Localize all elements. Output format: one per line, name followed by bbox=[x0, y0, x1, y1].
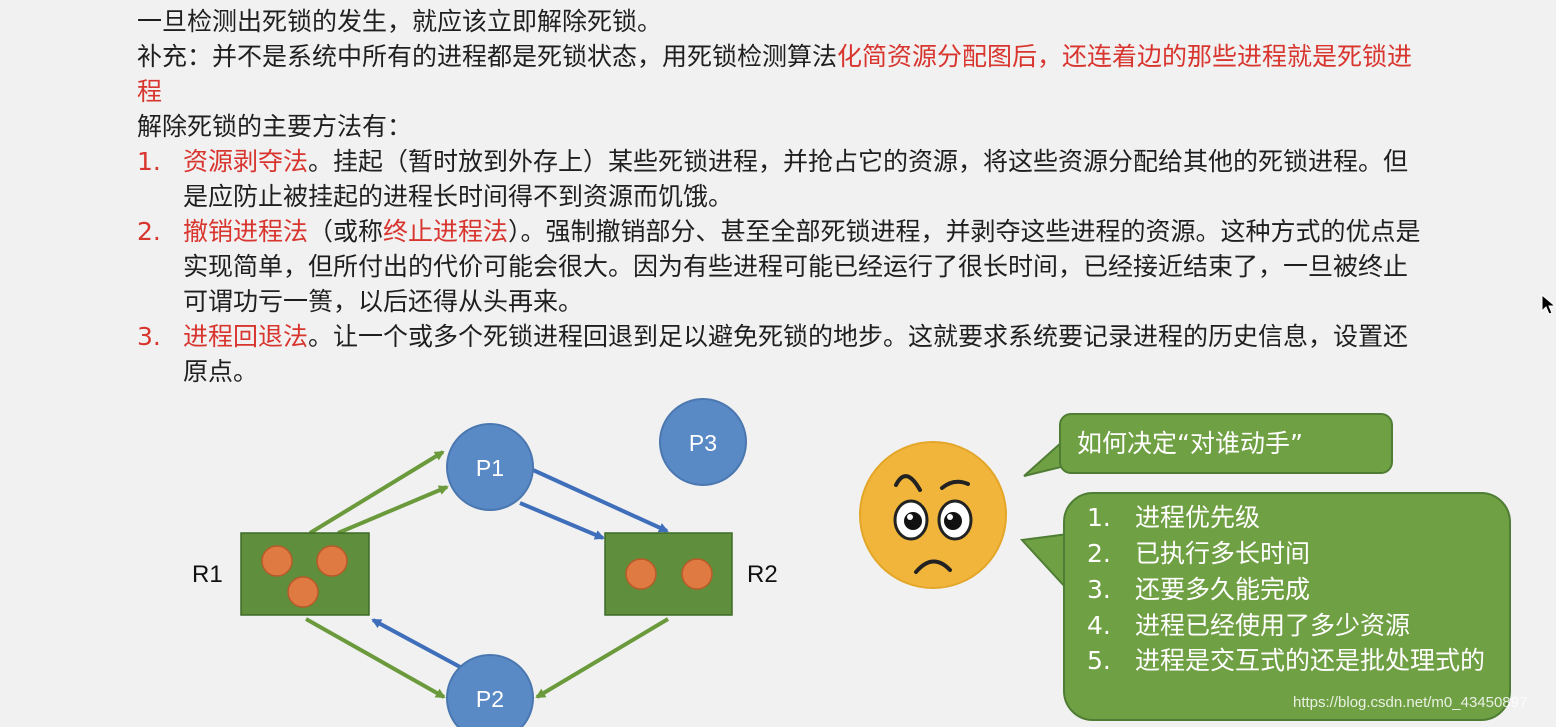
process-p2-node bbox=[446, 654, 534, 727]
criteria-item: 2. 已执行多长时间 bbox=[1087, 536, 1493, 572]
criteria-item: 4. 进程已经使用了多少资源 bbox=[1087, 608, 1493, 644]
method-item: 3. 进程回退法。让一个或多个死锁进程回退到足以避免死锁的地步。这就要求系统要记… bbox=[137, 319, 1427, 389]
method-name: 进程回退法 bbox=[183, 322, 309, 351]
criteria-bubble: 1. 进程优先级 2. 已执行多长时间 3. 还要多久能完成 4. 进程已经使用了多少资… bbox=[1063, 492, 1511, 721]
supplement-prefix: 补充：并不是系统中所有的进程都是死锁状态，用死锁检测算法 bbox=[137, 42, 838, 71]
method-body: ）。强制撤销部分、甚至全部死锁进程，并剥夺这些进程的资源。这种方式的优点是实现简… bbox=[183, 217, 1421, 316]
criteria-number: 4. bbox=[1087, 611, 1111, 640]
criteria-text: 进程已经使用了多少资源 bbox=[1135, 611, 1411, 640]
process-p1-label: P1 bbox=[476, 455, 504, 481]
resource-instance bbox=[316, 545, 348, 577]
criteria-text: 还要多久能完成 bbox=[1135, 575, 1311, 604]
criteria-text: 已执行多长时间 bbox=[1135, 539, 1311, 568]
criteria-item: 1. 进程优先级 bbox=[1087, 500, 1493, 536]
process-p1-node bbox=[446, 423, 534, 511]
resource-r2-label: R2 bbox=[747, 561, 778, 588]
resource-r1-label: R1 bbox=[192, 561, 223, 588]
criteria-number: 2. bbox=[1087, 539, 1111, 568]
process-p3-node bbox=[659, 398, 747, 486]
resource-instance bbox=[261, 545, 293, 577]
mouse-cursor-icon bbox=[1541, 294, 1556, 315]
method-mid: （或称 bbox=[308, 217, 384, 246]
resource-r2-box bbox=[604, 532, 733, 616]
slide-text: 一旦检测出死锁的发生，就应该立即解除死锁。 补充：并不是系统中所有的进程都是死锁… bbox=[137, 4, 1427, 389]
criteria-number: 5. bbox=[1087, 646, 1111, 675]
criteria-list: 1. 进程优先级 2. 已执行多长时间 3. 还要多久能完成 4. 进程已经使用了多少资… bbox=[1087, 500, 1493, 678]
process-p3-label: P3 bbox=[689, 430, 717, 456]
method-number: 3. bbox=[137, 322, 161, 351]
method-number: 1. bbox=[137, 147, 161, 176]
edge-p1-r2-upper bbox=[532, 468, 669, 533]
supplement-paragraph: 补充：并不是系统中所有的进程都是死锁状态，用死锁检测算法化简资源分配图后，还连着… bbox=[137, 39, 1427, 109]
edge-r1-p2 bbox=[305, 617, 446, 699]
edge-r1-p1-lower bbox=[337, 485, 449, 535]
criteria-number: 1. bbox=[1087, 503, 1111, 532]
resource-allocation-graph: R1 R2 P1 P2 P3 bbox=[192, 398, 778, 727]
edge-r2-p2 bbox=[535, 617, 670, 699]
question-text: 如何决定“对谁动手” bbox=[1077, 429, 1303, 458]
process-p2-label: P2 bbox=[476, 686, 504, 712]
criteria-item: 5. 进程是交互式的还是批处理式的 bbox=[1087, 644, 1485, 678]
worried-face-icon bbox=[859, 441, 1007, 589]
method-body: 。让一个或多个死锁进程回退到足以避免死锁的地步。这就要求系统要记录进程的历史信息… bbox=[183, 322, 1409, 386]
edge-r1-p1-upper bbox=[308, 450, 445, 535]
resource-instance bbox=[287, 576, 319, 608]
question-bubble: 如何决定“对谁动手” bbox=[1059, 413, 1393, 474]
resource-r1-box bbox=[240, 532, 370, 616]
criteria-text: 进程优先级 bbox=[1135, 503, 1261, 532]
criteria-number: 3. bbox=[1087, 575, 1111, 604]
method-alt-name: 终止进程法 bbox=[383, 217, 509, 246]
supplement-highlight: 化简资源分配图后，还连着边的那些进程就是死锁进程 bbox=[137, 42, 1413, 106]
criteria-item: 3. 还要多久能完成 bbox=[1087, 572, 1493, 608]
method-number: 2. bbox=[137, 217, 161, 246]
method-name: 资源剥夺法 bbox=[183, 147, 309, 176]
resource-instance bbox=[625, 558, 657, 590]
method-body: 。挂起（暂时放到外存上）某些死锁进程，并抢占它的资源，将这些资源分配给其他的死锁… bbox=[183, 147, 1409, 211]
edge-p2-r1 bbox=[371, 618, 463, 670]
method-item: 2. 撤销进程法（或称终止进程法）。强制撤销部分、甚至全部死锁进程，并剥夺这些进… bbox=[137, 214, 1427, 319]
method-item: 1. 资源剥夺法。挂起（暂时放到外存上）某些死锁进程，并抢占它的资源，将这些资源… bbox=[137, 144, 1427, 214]
resource-instance bbox=[681, 558, 713, 590]
methods-title: 解除死锁的主要方法有： bbox=[137, 112, 413, 141]
method-name: 撤销进程法 bbox=[183, 217, 309, 246]
watermark: https://blog.csdn.net/m0_43450897 bbox=[1293, 694, 1528, 711]
criteria-text: 进程是交互式的还是批处理式的 bbox=[1135, 646, 1486, 675]
intro-line: 一旦检测出死锁的发生，就应该立即解除死锁。 bbox=[137, 7, 663, 36]
edge-p1-r2-lower bbox=[519, 501, 605, 540]
methods-list: 1. 资源剥夺法。挂起（暂时放到外存上）某些死锁进程，并抢占它的资源，将这些资源… bbox=[137, 144, 1427, 389]
